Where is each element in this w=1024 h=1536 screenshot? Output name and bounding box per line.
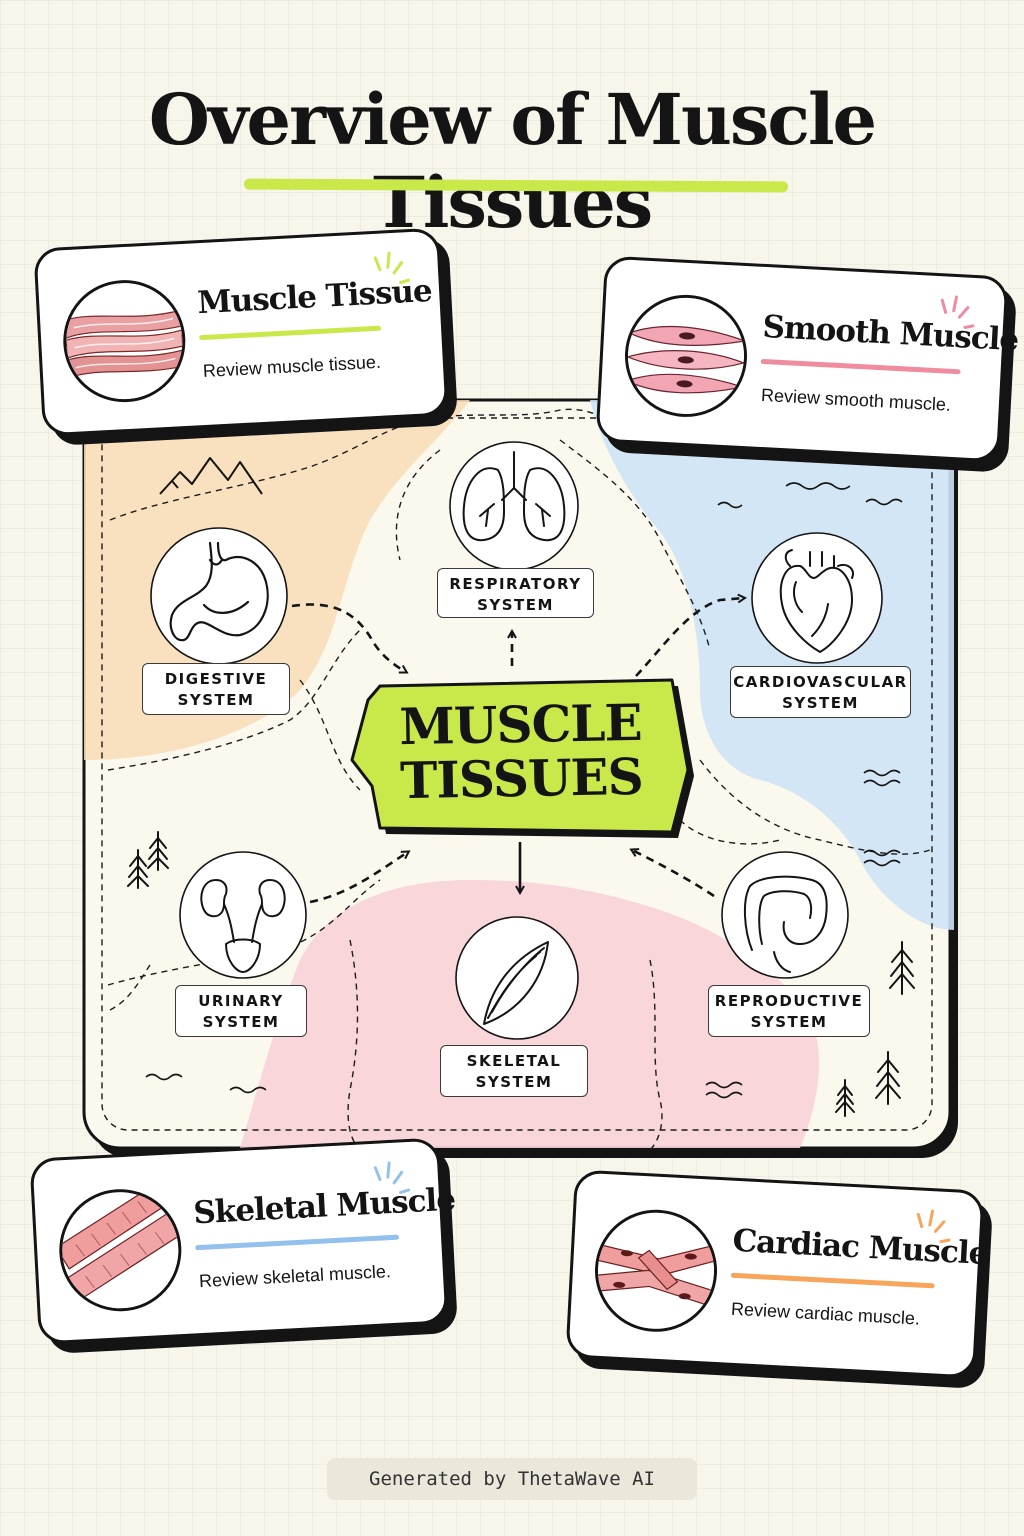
- center-title-line1: MUSCLE: [398, 692, 643, 757]
- muscle-tissue-card[interactable]: Muscle Tissue Review muscle tissue.: [33, 227, 449, 437]
- skeletal-fibers-icon: [56, 1186, 185, 1315]
- digestive-system-label: DIGESTIVE SYSTEM: [142, 663, 290, 715]
- muscle-fibers-icon: [60, 277, 189, 406]
- center-title: MUSCLE TISSUES: [377, 692, 665, 811]
- card-accent-rule: [760, 358, 961, 375]
- card-accent-rule: [199, 325, 382, 341]
- cardiovascular-system-label: CARDIOVASCULAR SYSTEM: [730, 666, 911, 718]
- card-description: Review smooth muscle.: [760, 384, 952, 415]
- label-line: SYSTEM: [750, 1013, 828, 1031]
- label-line: SYSTEM: [202, 1013, 280, 1031]
- sparkle-icon: [940, 295, 975, 329]
- center-banner: [350, 678, 694, 838]
- smooth-muscle-card[interactable]: Smooth Muscle Review smooth muscle.: [595, 255, 1019, 463]
- skeletal-muscle-card[interactable]: Skeletal Muscle Review skeletal muscle.: [29, 1137, 456, 1345]
- center-title-line2: TISSUES: [399, 746, 644, 811]
- card-description: Review cardiac muscle.: [730, 1298, 921, 1329]
- muscle-spindle-icon: [483, 941, 549, 1025]
- label-line: SYSTEM: [477, 596, 554, 614]
- pine-tree-icon: [127, 831, 915, 1117]
- card-description: Review muscle tissue.: [202, 351, 382, 382]
- label-line: DIGESTIVE: [164, 670, 268, 688]
- kidneys-icon: [200, 879, 286, 973]
- waves-icon: [145, 482, 903, 1099]
- intestine-icon: [743, 875, 828, 973]
- label-line: SYSTEM: [782, 694, 859, 712]
- skeletal-system-label: SKELETAL SYSTEM: [440, 1045, 588, 1097]
- footer-credit: Generated by ThetaWave AI: [327, 1458, 697, 1500]
- card-accent-rule: [730, 1272, 935, 1289]
- urinary-system-label: URINARY SYSTEM: [175, 985, 307, 1037]
- reproductive-system-label: REPRODUCTIVE SYSTEM: [708, 985, 870, 1037]
- respiratory-system-label: RESPIRATORY SYSTEM: [437, 568, 594, 618]
- sparkle-icon: [373, 251, 411, 285]
- stomach-icon: [169, 541, 269, 642]
- lungs-icon: [462, 451, 566, 542]
- heart-icon: [779, 549, 854, 653]
- cardiac-fibers-icon: [591, 1206, 721, 1335]
- card-title: Skeletal Muscle: [192, 1181, 456, 1232]
- sparkle-icon: [916, 1209, 951, 1244]
- mountains-icon: [159, 457, 263, 495]
- label-line: SYSTEM: [177, 691, 255, 709]
- label-line: SKELETAL: [466, 1052, 562, 1070]
- label-line: SYSTEM: [475, 1073, 553, 1091]
- card-title: Smooth Muscle: [761, 308, 1020, 359]
- cardiac-muscle-card[interactable]: Cardiac Muscle Review cardiac muscle.: [565, 1169, 988, 1379]
- label-line: URINARY: [198, 992, 284, 1010]
- label-line: CARDIOVASCULAR: [733, 673, 908, 691]
- smooth-muscle-cells-icon: [621, 291, 751, 421]
- region-blue: [590, 400, 954, 930]
- label-line: RESPIRATORY: [449, 575, 582, 593]
- card-accent-rule: [195, 1234, 400, 1251]
- page-title: Overview of Muscle Tissues: [148, 78, 877, 244]
- label-line: REPRODUCTIVE: [714, 992, 864, 1010]
- sparkle-icon: [373, 1161, 411, 1194]
- card-description: Review skeletal muscle.: [198, 1261, 392, 1292]
